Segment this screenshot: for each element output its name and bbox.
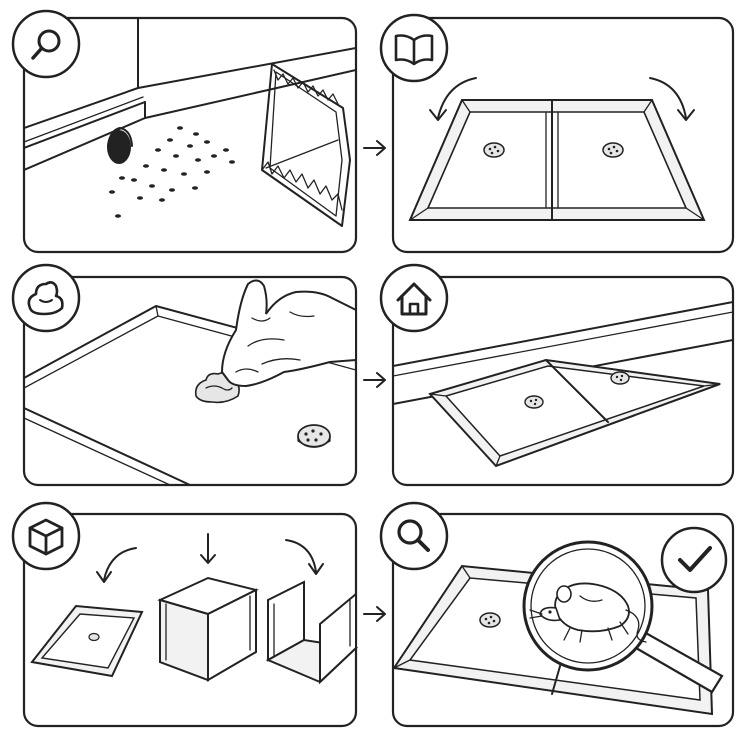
panel-fold-into-box xyxy=(11,501,359,728)
mouse-hole xyxy=(107,130,131,164)
panel-place-along-wall xyxy=(379,263,735,487)
box-trap xyxy=(157,576,259,682)
step-badge-apply-bait xyxy=(11,263,81,333)
droppings xyxy=(109,126,235,218)
magnifying-glass xyxy=(522,540,724,694)
droplet-blob-icon xyxy=(27,281,64,316)
cube-icon xyxy=(28,518,64,556)
magnifier-icon xyxy=(397,519,430,552)
open-glue-trap xyxy=(408,99,706,221)
open-book-icon xyxy=(394,34,434,66)
flat-trap xyxy=(30,604,144,678)
curved-arrow-right-icon xyxy=(649,77,695,121)
step-badge-inspect xyxy=(11,9,81,79)
result-badge xyxy=(660,526,728,594)
step-badge-fold xyxy=(11,501,81,571)
arrow-right-icon xyxy=(363,140,386,156)
curved-arrow-left-icon xyxy=(96,547,137,583)
house-icon xyxy=(396,282,432,316)
arrow-down-icon xyxy=(200,533,216,564)
panel-apply-bait xyxy=(11,263,358,487)
bait-disc xyxy=(602,142,624,158)
bait-disc xyxy=(88,632,100,642)
mouse-caught xyxy=(529,582,647,643)
folded-trap-side xyxy=(265,580,359,685)
arrow-right-icon xyxy=(363,606,386,622)
panel-inspect xyxy=(11,9,358,254)
curved-arrow-right-icon xyxy=(285,539,324,575)
step-badge-place xyxy=(379,263,449,333)
search-icon xyxy=(31,29,61,60)
bait-disc xyxy=(483,142,505,158)
glue-trap-on-floor xyxy=(428,358,721,468)
chewed-paper xyxy=(261,63,351,227)
bait-disc xyxy=(524,395,544,409)
bait-disc xyxy=(479,612,501,628)
panel-check-trap xyxy=(379,501,735,728)
step-badge-open-trap xyxy=(379,13,449,83)
curved-arrow-left-icon xyxy=(429,77,477,121)
step-badge-check xyxy=(379,501,449,571)
bait-disc xyxy=(297,424,331,448)
hand xyxy=(220,279,356,388)
panel-open-trap xyxy=(379,13,735,254)
bait-disc xyxy=(610,371,630,385)
arrow-right-icon xyxy=(363,372,386,388)
checkmark-icon xyxy=(678,546,712,572)
